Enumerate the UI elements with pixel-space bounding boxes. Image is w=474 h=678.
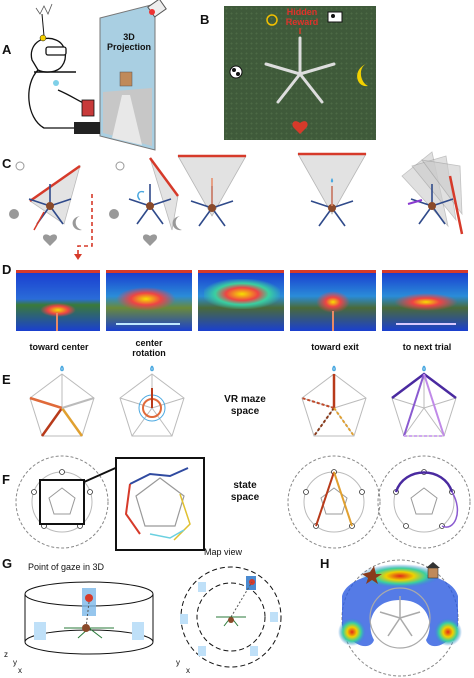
panel-label-c: C [2, 156, 12, 171]
panel-f-state-space [15, 455, 471, 551]
heatmap-frame-5 [382, 270, 468, 331]
panel-g-map-view [180, 566, 282, 668]
axis-y-label: y [13, 658, 17, 667]
map-axis-y-label: y [176, 658, 180, 667]
point-of-gaze-label: Point of gaze in 3D [28, 562, 105, 572]
map-view-label: Map view [204, 547, 243, 557]
hidden-reward-label: Hidden Reward [285, 7, 319, 27]
heatmap-frame-3 [198, 270, 284, 331]
row-label-vr-maze-space: VR maze space [224, 394, 266, 417]
panel-a-illustration [28, 0, 167, 151]
caption-to-next-trial: to next trial [402, 342, 452, 352]
heatmap-frame-2 [106, 270, 192, 331]
panel-e-stars [29, 365, 457, 437]
panel-label-a: A [2, 42, 12, 57]
panel-h-gaze-heatmap [338, 559, 462, 677]
panel-label-g: G [2, 556, 13, 571]
panel-label-h: H [320, 556, 330, 571]
row-label-state-space: state space [230, 480, 260, 503]
heatmap-frame-4 [290, 270, 376, 331]
panel-c-schematics [8, 151, 464, 260]
panel-b-overlay [229, 11, 368, 134]
map-axis-x-label: x [186, 666, 190, 675]
panel-label-f: F [2, 472, 10, 487]
panel-g-3d-cylinder [24, 581, 154, 655]
axis-z-label: z [4, 650, 8, 659]
axis-x-label: x [18, 666, 22, 675]
panel-label-b: B [200, 12, 210, 27]
projection-label: 3D Projection [106, 32, 151, 52]
panel-label-e: E [2, 372, 11, 387]
caption-toward-center: toward center [29, 342, 89, 352]
caption-toward-exit: toward exit [311, 342, 359, 352]
panel-label-d: D [2, 262, 12, 277]
caption-center-rotation: center rotation [132, 338, 166, 358]
heatmap-frame-1 [16, 270, 100, 331]
